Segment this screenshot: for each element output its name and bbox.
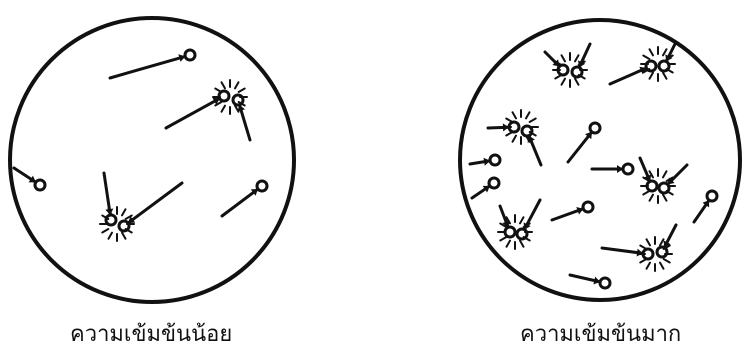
- molecule: [568, 123, 600, 162]
- collision-burst: [100, 207, 134, 241]
- molecule: [470, 155, 500, 166]
- molecule: [592, 164, 633, 174]
- low-concentration-container: [10, 18, 294, 302]
- molecule: [659, 165, 687, 193]
- high-concentration-caption: ความเข้มข้นมาก: [520, 316, 681, 351]
- molecule: [657, 225, 676, 257]
- molecule: [110, 50, 195, 78]
- molecule: [222, 181, 267, 216]
- high-concentration-container: [460, 20, 740, 300]
- low-collisions: [100, 80, 247, 241]
- molecule: [570, 275, 610, 288]
- molecule: [545, 52, 568, 75]
- molecule: [694, 191, 717, 222]
- low-concentration-caption: ความเข้มข้นน้อย: [70, 316, 232, 351]
- molecule: [233, 95, 250, 140]
- high-molecules: [470, 44, 717, 288]
- low-concentration-panel: [10, 18, 294, 302]
- molecule: [517, 200, 540, 239]
- molecule: [14, 168, 45, 190]
- molecule: [552, 202, 593, 220]
- molecule: [522, 126, 541, 165]
- high-concentration-panel: [460, 20, 740, 300]
- low-molecules: [14, 50, 267, 231]
- molecule: [472, 178, 499, 198]
- molecule: [610, 61, 656, 84]
- high-collisions: [498, 47, 675, 271]
- molecule: [659, 44, 675, 71]
